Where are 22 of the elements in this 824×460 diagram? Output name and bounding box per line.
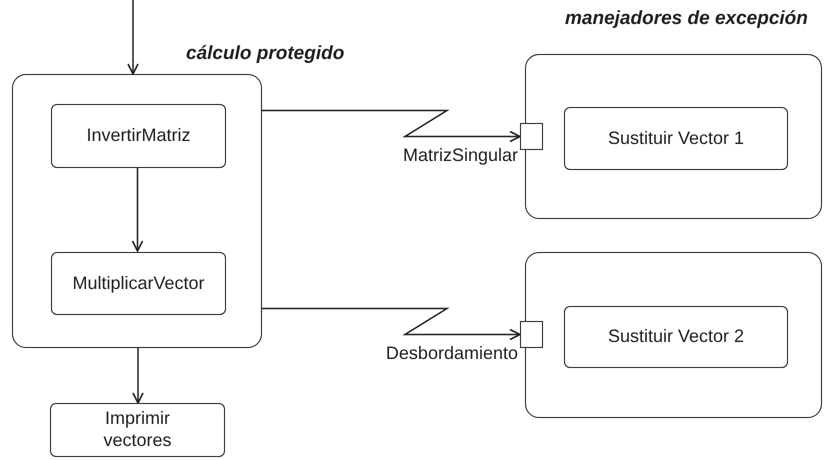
arrow <box>262 308 521 340</box>
action-label: Sustituir Vector 1 <box>608 128 744 150</box>
action-box <box>564 107 788 170</box>
action-label: MultiplicarVector <box>72 272 205 294</box>
arrow <box>127 0 139 75</box>
action-box <box>51 104 226 168</box>
action-label: Sustituir Vector 2 <box>608 326 744 348</box>
edge-label: MatrizSingular <box>402 144 518 166</box>
exception-pin <box>520 123 543 150</box>
region-box <box>525 54 822 219</box>
exception-pin <box>520 321 543 348</box>
action-box <box>51 252 226 315</box>
arrow <box>262 110 521 142</box>
region-box <box>525 252 822 418</box>
action-box <box>50 403 225 457</box>
action-box <box>564 306 788 368</box>
arrow <box>132 348 144 404</box>
region-heading: cálculo protegido <box>186 43 344 65</box>
action-label: InvertirMatriz <box>86 125 190 147</box>
action-label: Imprimir vectores <box>102 408 173 452</box>
arrow <box>132 167 144 252</box>
group-heading: manejadores de excepción <box>565 8 808 30</box>
